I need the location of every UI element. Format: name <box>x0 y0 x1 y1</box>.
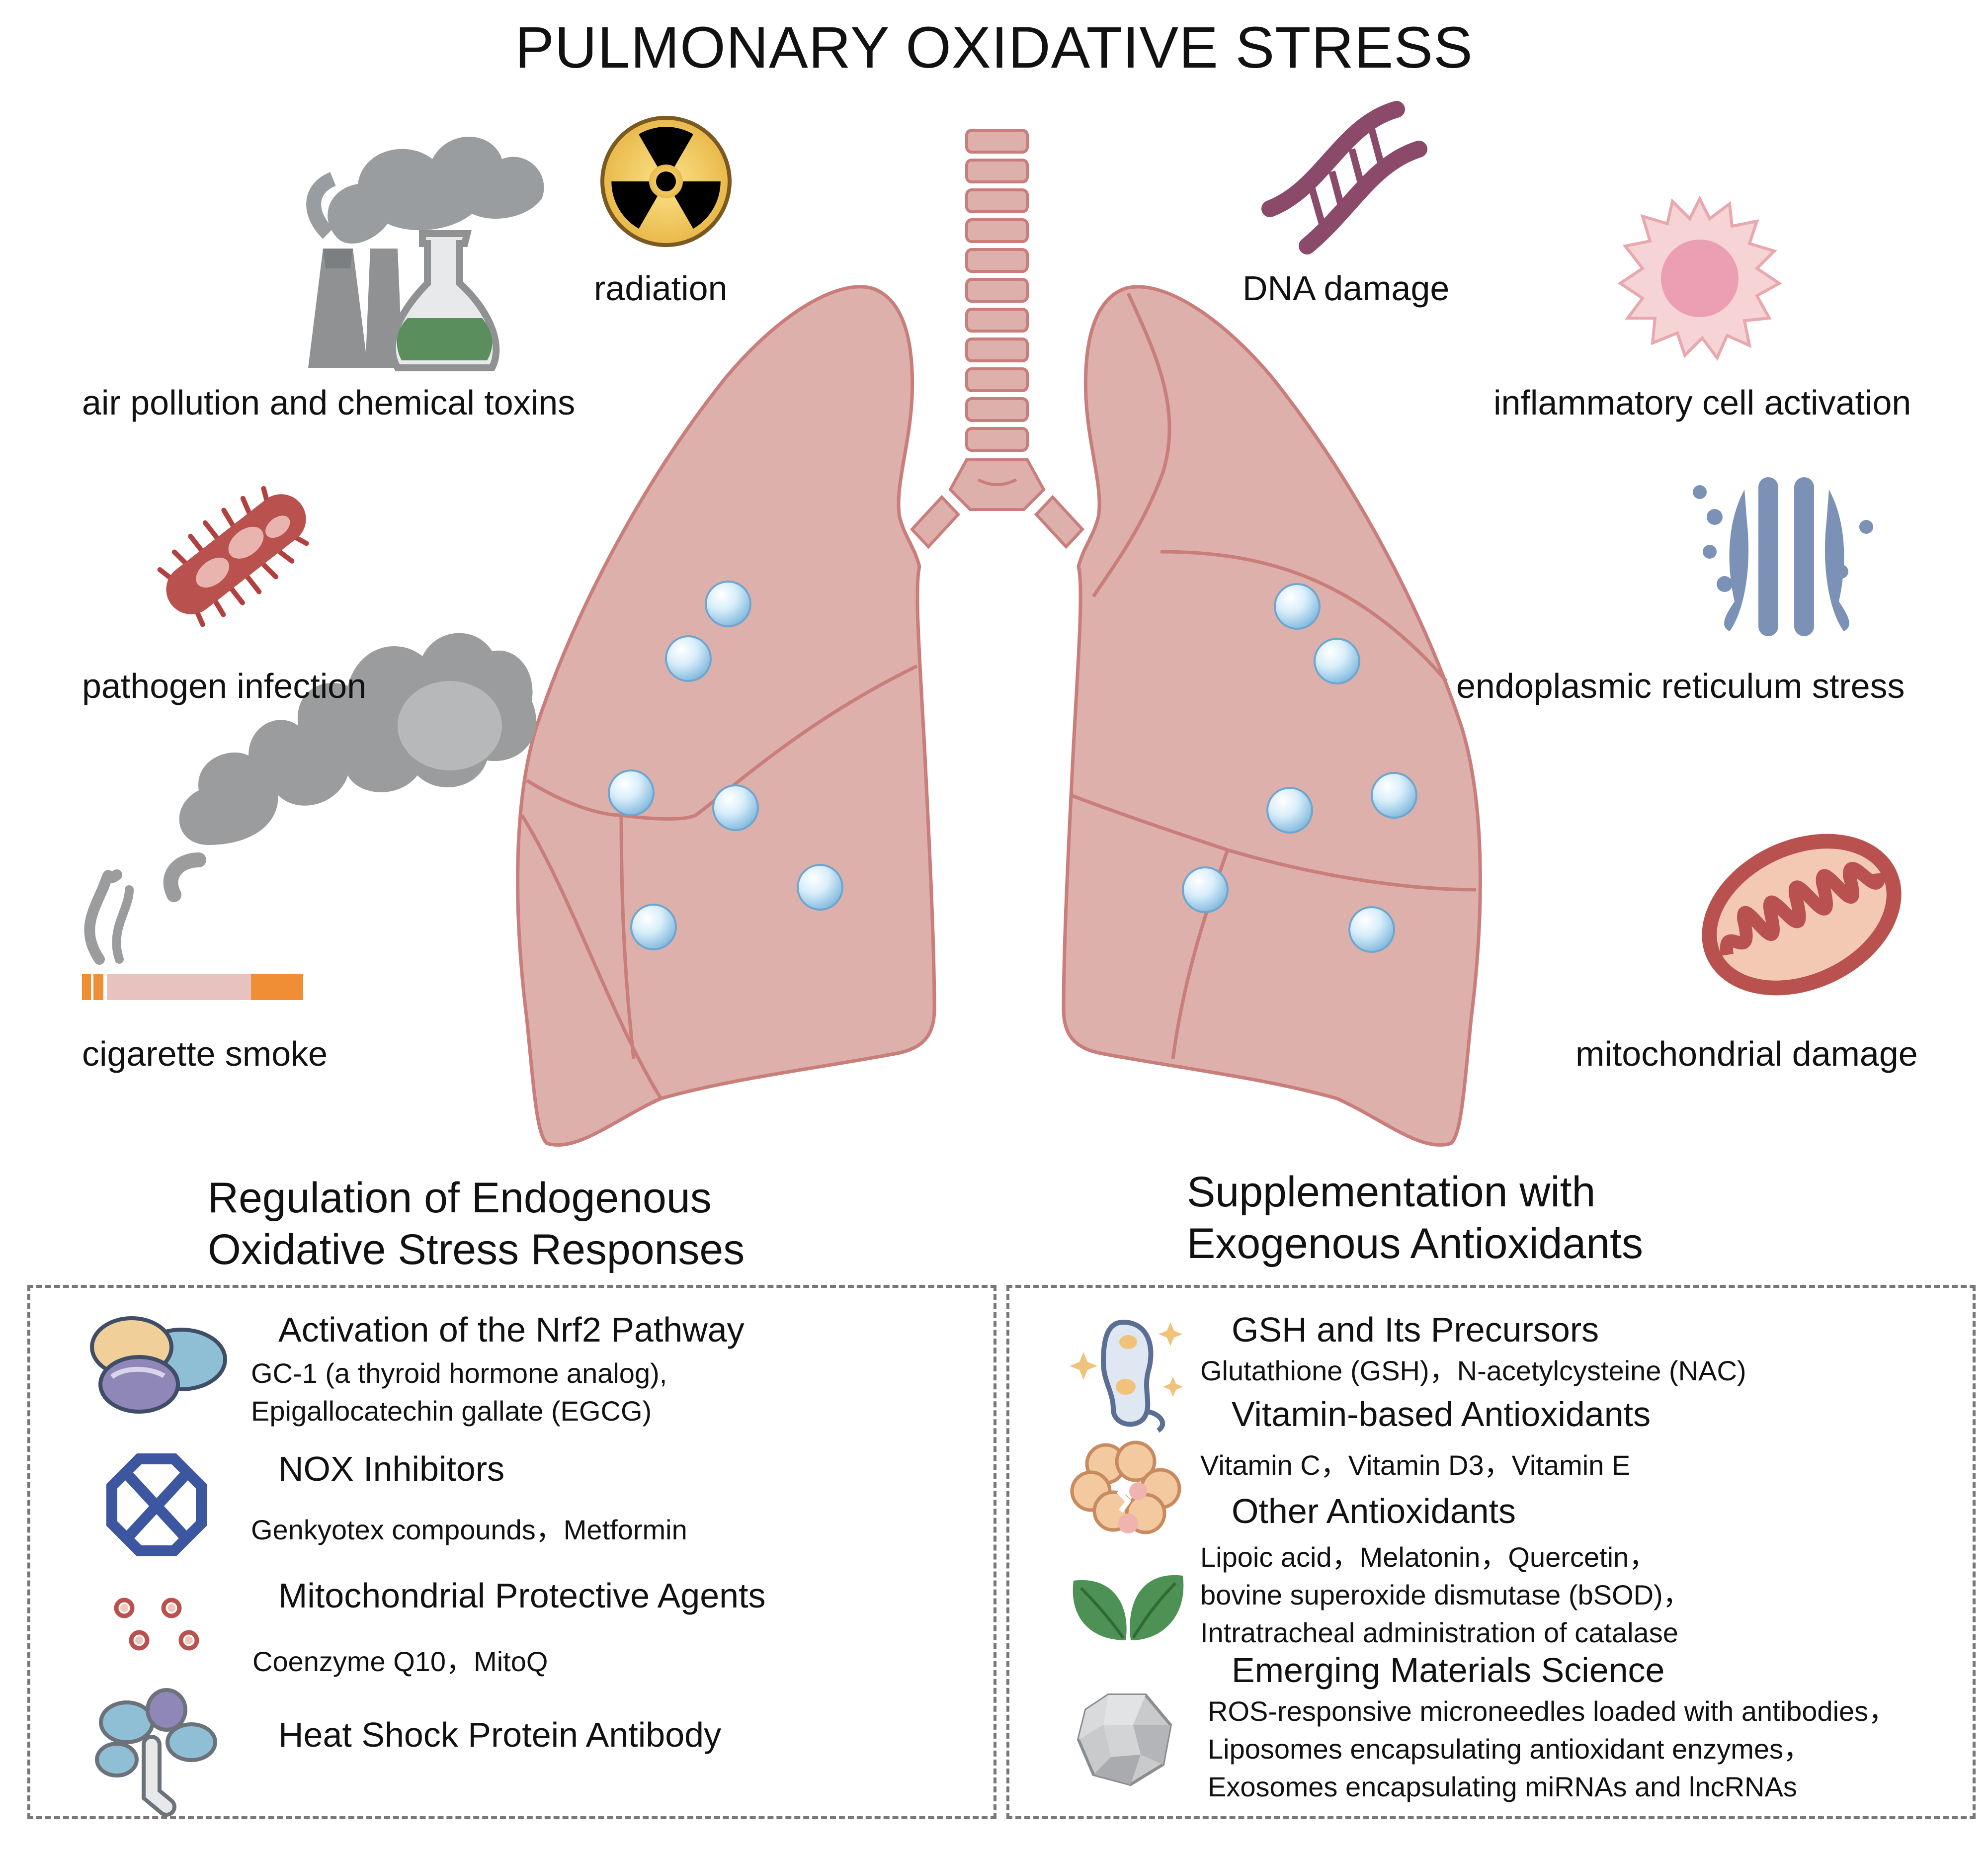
bubble <box>665 635 712 682</box>
radiation-icon <box>600 116 732 247</box>
exo-item-4-head: Emerging Materials Science <box>1232 1651 1665 1690</box>
endo-item-2-head: NOX Inhibitors <box>278 1449 505 1488</box>
bubble <box>1182 866 1229 913</box>
bubble <box>797 864 843 911</box>
bubble <box>630 904 677 950</box>
pathogen-label: pathogen infection <box>82 667 367 705</box>
exo-item-2-body: Vitamin C，Vitamin D3，Vitamin E <box>1200 1449 1631 1481</box>
sparkle-cell-icon <box>1070 1319 1183 1433</box>
exo-item-2-head: Vitamin-based Antioxidants <box>1232 1395 1651 1434</box>
bubble <box>1274 583 1321 630</box>
endo-item-1-head: Activation of the Nrf2 Pathway <box>278 1310 745 1349</box>
bubble <box>705 581 751 627</box>
dna-damage-label: DNA damage <box>1242 269 1450 308</box>
pathogen-icon <box>157 486 309 627</box>
diagram-canvas <box>82 101 1902 1147</box>
page-title: PULMONARY OXIDATIVE STRESS <box>515 15 1473 81</box>
small-rings-icon <box>114 1598 199 1651</box>
trachea <box>910 129 1085 549</box>
endo-item-3-head: Mitochondrial Protective Agents <box>278 1576 766 1615</box>
octagon-x-icon <box>106 1453 207 1556</box>
bubble <box>1314 638 1360 684</box>
exogenous-box <box>1006 1285 1976 1819</box>
exogenous-title: Supplementation with Exogenous Antioxida… <box>1187 1168 1643 1268</box>
ros-bubbles <box>608 581 1417 953</box>
endo-item-4-head: Heat Shock Protein Antibody <box>278 1715 722 1754</box>
exo-item-1-body: Glutathione (GSH)，N-acetylcysteine (NAC) <box>1200 1355 1746 1386</box>
bubble <box>712 784 759 831</box>
exo-item-3-head: Other Antioxidants <box>1232 1492 1516 1530</box>
inflammatory-label: inflammatory cell activation <box>1493 383 1911 422</box>
radiation-label: radiation <box>594 269 728 308</box>
right-lung <box>1062 285 1482 1147</box>
rock-icon <box>1077 1693 1172 1786</box>
dna-icon <box>1261 101 1427 254</box>
endo-item-1-body: GC-1 (a thyroid hormone analog), Epigall… <box>251 1357 667 1427</box>
exo-item-3-body: Lipoic acid，Melatonin，Quercetin， bovine … <box>1200 1541 1691 1648</box>
antibody-icon <box>95 1688 217 1817</box>
endo-item-3-body: Coenzyme Q10，MitoQ <box>252 1646 548 1677</box>
endo-item-2-body: Genkyotex compounds，Metformin <box>251 1514 687 1545</box>
mitochondrion-icon <box>1702 834 1902 996</box>
factory-flask-icon <box>306 137 544 371</box>
endogenous-box <box>27 1285 996 1819</box>
er-icon <box>1693 477 1873 636</box>
bubble <box>608 769 655 816</box>
mito-damage-label: mitochondrial damage <box>1575 1034 1918 1073</box>
air-pollution-label: air pollution and chemical toxins <box>82 383 576 422</box>
left-lung <box>516 285 936 1147</box>
bubble <box>1266 787 1313 834</box>
exo-item-1-head: GSH and Its Precursors <box>1232 1310 1599 1349</box>
cigarette-smoke-icon <box>82 633 536 1000</box>
er-stress-label: endoplasmic reticulum stress <box>1456 667 1905 705</box>
cigarette-label: cigarette smoke <box>82 1034 328 1073</box>
cluster-icon <box>1070 1440 1181 1534</box>
exo-item-4-body: ROS-responsive microneedles loaded with … <box>1208 1695 1897 1802</box>
bubble <box>1348 906 1395 953</box>
endogenous-title: Regulation of Endogenous Oxidative Stres… <box>208 1174 745 1273</box>
bubble <box>1371 772 1417 819</box>
leaves-icon <box>1073 1575 1184 1640</box>
inflammatory-cell-icon <box>1617 195 1782 361</box>
cells-icon <box>90 1316 227 1414</box>
